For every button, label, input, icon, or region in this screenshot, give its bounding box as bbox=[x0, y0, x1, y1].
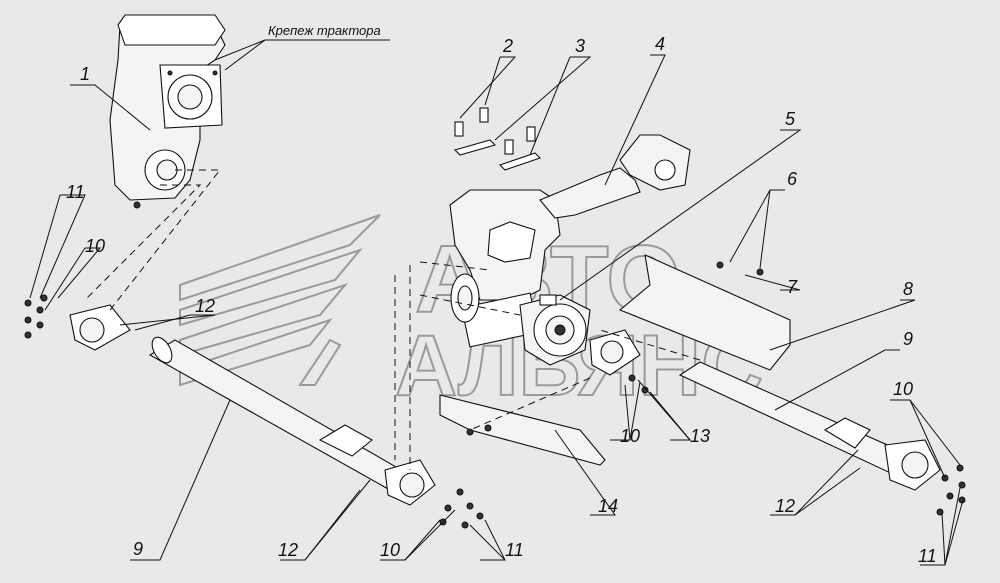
bolts-and-plates bbox=[453, 107, 542, 171]
label-part-9-left: 9 bbox=[133, 539, 143, 559]
label-part-8: 8 bbox=[903, 279, 913, 299]
shield-plate-upper bbox=[618, 254, 791, 371]
label-part-11-left: 11 bbox=[66, 182, 85, 202]
right-drive-shaft bbox=[589, 329, 941, 491]
label-part-12-right: 12 bbox=[775, 496, 795, 516]
main-frame bbox=[449, 134, 691, 348]
label-part-10-middle: 10 bbox=[380, 540, 400, 560]
gearbox-housing bbox=[109, 14, 226, 209]
label-part-13: 13 bbox=[690, 426, 710, 446]
assembly-lines bbox=[84, 169, 701, 470]
label-part-12-middle: 12 bbox=[278, 540, 298, 560]
label-part-2: 2 bbox=[502, 36, 513, 56]
central-gear-unit bbox=[519, 294, 591, 366]
label-part-9-right: 9 bbox=[903, 329, 913, 349]
label-part-11-middle: 11 bbox=[505, 540, 524, 560]
label-part-4: 4 bbox=[655, 34, 665, 54]
label-part-1: 1 bbox=[80, 64, 90, 84]
fasteners bbox=[24, 261, 966, 529]
left-flange bbox=[450, 273, 480, 323]
left-drive-shaft bbox=[69, 304, 436, 506]
label-part-12-left: 12 bbox=[195, 296, 215, 316]
label-part-10-right: 10 bbox=[893, 379, 913, 399]
label-part-10-center: 10 bbox=[620, 426, 640, 446]
label-part-14: 14 bbox=[598, 496, 618, 516]
label-part-6: 6 bbox=[787, 169, 798, 189]
label-part-7: 7 bbox=[787, 277, 798, 297]
watermark-logo bbox=[179, 214, 381, 387]
leader-lines bbox=[29, 39, 964, 566]
label-part-3: 3 bbox=[575, 36, 585, 56]
label-part-10-left: 10 bbox=[85, 236, 105, 256]
label-part-11-right: 11 bbox=[918, 546, 937, 566]
shield-plate-lower bbox=[439, 394, 606, 466]
callout-tractor-fasteners: Крепеж трактора bbox=[268, 23, 381, 38]
label-part-5: 5 bbox=[785, 109, 796, 129]
